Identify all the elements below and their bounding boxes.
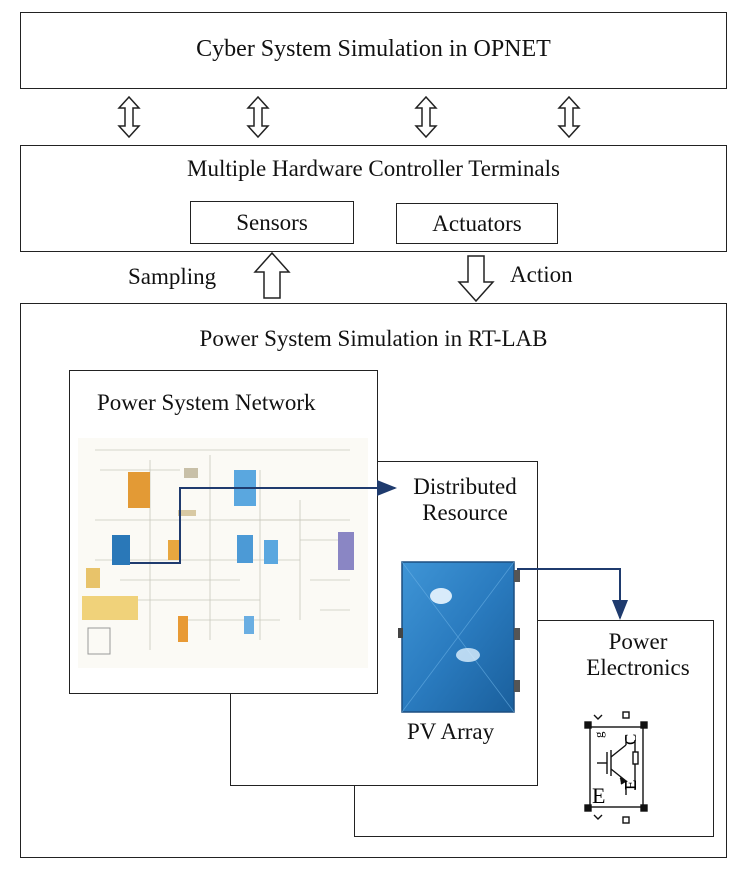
controller-box (20, 145, 727, 252)
sampling-arrow-icon (253, 251, 291, 299)
igbt-collector-label: C (621, 734, 640, 745)
network-to-resource-connector (130, 480, 397, 564)
power-system-network-label: Power System Network (97, 390, 316, 415)
cyber-system-title: Cyber System Simulation in OPNET (196, 36, 551, 62)
double-arrow-3 (414, 95, 438, 139)
igbt-gate-label: g (591, 731, 606, 738)
double-arrow-2 (246, 95, 270, 139)
network-schematic-thumbnail (78, 438, 368, 668)
igbt-emitter-big-label: E (592, 783, 605, 808)
sensors-label: Sensors (236, 210, 308, 235)
sampling-label: Sampling (128, 264, 217, 289)
pv-array-label: PV Array (407, 719, 495, 744)
action-arrow-icon (457, 255, 495, 303)
cyber-system-box (20, 12, 727, 89)
pv-to-electronics-connector (517, 568, 628, 620)
sensors-box (190, 201, 354, 244)
double-arrow-4 (557, 95, 581, 139)
distributed-resource-label: Distributed Resource (413, 474, 517, 526)
controller-title: Multiple Hardware Controller Terminals (187, 156, 560, 181)
power-electronics-label: Power Electronics (586, 629, 690, 681)
igbt-emitter-label: E (621, 780, 640, 790)
actuators-box (396, 203, 558, 244)
igbt-symbol (584, 711, 648, 824)
actuators-label: Actuators (432, 211, 522, 236)
double-arrow-1 (117, 95, 141, 139)
power-system-title: Power System Simulation in RT-LAB (199, 326, 548, 351)
action-label: Action (510, 262, 573, 287)
pv-array-panel (398, 561, 520, 713)
